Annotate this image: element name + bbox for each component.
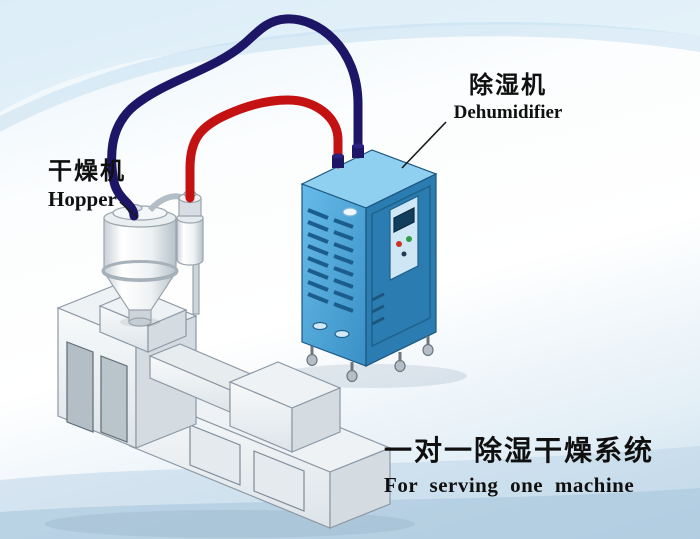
panel-button-red <box>396 241 402 247</box>
panel-button-green <box>406 236 412 242</box>
side-vent-dashes <box>371 292 385 326</box>
casters <box>306 336 434 383</box>
housing-door <box>66 341 94 433</box>
caster-wheel <box>306 353 318 367</box>
air-pipes <box>107 14 363 221</box>
vent-louvers <box>307 208 354 313</box>
bed-panel <box>253 450 305 512</box>
side-door-outline <box>371 184 431 348</box>
pipe-ports <box>332 143 364 168</box>
hopper-label-cn: 干燥机 <box>48 157 126 185</box>
system-caption-cn: 一对一除湿干燥系统 <box>384 434 655 467</box>
oval-vent <box>312 321 328 331</box>
system-caption: 一对一除湿干燥系统 For serving one machine <box>384 434 655 497</box>
caster-wheel <box>346 369 358 383</box>
panel-display <box>393 207 415 233</box>
loader-downpipe <box>192 257 200 315</box>
hopper-leader-line <box>119 201 139 219</box>
return-air-pipe-blue <box>107 14 363 221</box>
dehumidifier-label-cn: 除湿机 <box>469 71 547 99</box>
caster-wheel <box>422 343 434 357</box>
housing-door <box>100 355 128 443</box>
drive-housing <box>56 283 198 449</box>
dehumidifier-label: 除湿机 Dehumidifier <box>444 72 572 124</box>
dehumidifier-leader-line <box>401 121 447 169</box>
leader-lines <box>119 121 447 219</box>
caster-wheel <box>394 359 406 373</box>
hopper-clamp-ring <box>101 260 179 282</box>
hopper-label-en: Hopper <box>48 187 117 212</box>
hopper-dryer <box>101 203 179 327</box>
control-panel <box>389 195 419 281</box>
loader-body <box>176 217 204 266</box>
hopper-label: 干燥机 Hopper <box>48 158 126 211</box>
brand-badge <box>342 207 358 217</box>
system-caption-en: For serving one machine <box>384 472 635 497</box>
dry-air-pipe-red <box>185 95 343 203</box>
dehumidifier-label-en: Dehumidifier <box>453 102 563 124</box>
dehumidifier-cabinet <box>300 149 438 383</box>
oval-vent <box>334 329 350 339</box>
die-block <box>228 361 342 453</box>
extruder-machine <box>56 283 392 529</box>
panel-button-dark <box>401 251 407 257</box>
bed-panel <box>189 424 241 486</box>
